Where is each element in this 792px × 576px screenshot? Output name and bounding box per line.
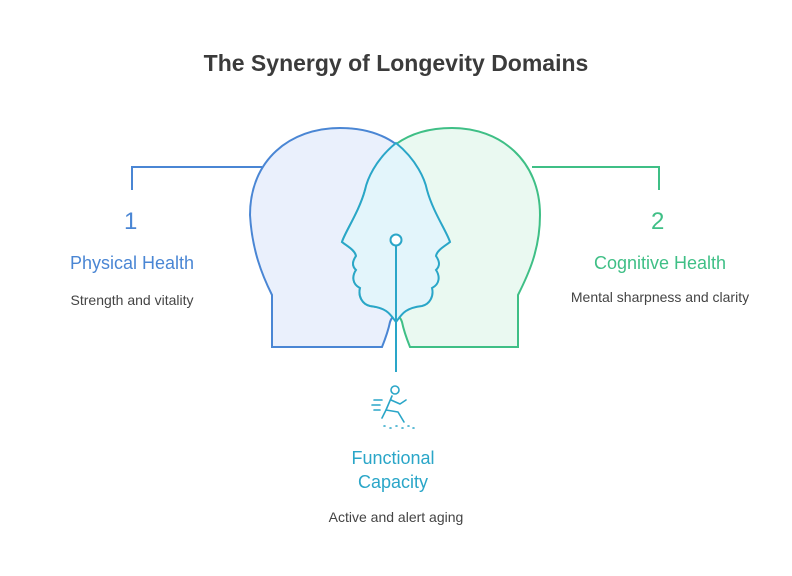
- functional-heading: Functional Capacity: [351, 448, 435, 492]
- functional-description: Active and alert aging: [328, 509, 464, 525]
- physical-description: Strength and vitality: [70, 292, 194, 308]
- cognitive-description: Mental sharpness and clarity: [570, 289, 750, 305]
- functional-node: [389, 233, 403, 247]
- cognitive-number: 2: [651, 208, 665, 235]
- connector-physical: [131, 166, 262, 190]
- page-title: The Synergy of Longevity Domains: [203, 50, 589, 76]
- cognitive-heading: Cognitive Health: [593, 253, 727, 273]
- connector-cognitive: [532, 166, 660, 190]
- physical-heading: Physical Health: [69, 253, 195, 273]
- physical-number: 1: [124, 208, 138, 235]
- running-person-icon: [371, 385, 416, 429]
